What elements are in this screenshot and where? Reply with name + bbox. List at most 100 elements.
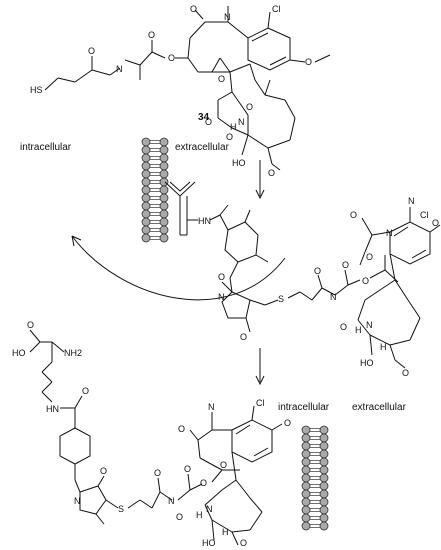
phospholipid-pair [301, 465, 329, 475]
mid-atom-n2: N [386, 228, 393, 238]
lipid-head-outer [319, 449, 329, 459]
phospholipid-pair [141, 169, 169, 179]
lipid-head-outer [159, 153, 169, 163]
bot-atom-o-carbamate: O [176, 512, 183, 522]
lipid-head-inner [301, 425, 311, 435]
lipid-head-outer [159, 225, 169, 235]
lipid-head-inner [301, 465, 311, 475]
mid-atom-ho: HO [360, 358, 374, 368]
lipid-head-outer [159, 145, 169, 155]
lipid-head-inner [301, 497, 311, 507]
lipid-head-inner [301, 521, 311, 531]
top-atom-o-carbamate: O [226, 132, 233, 142]
lipid-head-inner [301, 505, 311, 515]
phospholipid-pair [301, 497, 329, 507]
lipid-head-inner [301, 473, 311, 483]
lipid-head-outer [319, 465, 329, 475]
compound-label: 34 [198, 112, 210, 123]
lipid-head-inner [301, 433, 311, 443]
lipid-head-inner [141, 185, 151, 195]
lipid-head-outer [319, 497, 329, 507]
lipid-head-outer [159, 185, 169, 195]
lipid-head-outer [319, 457, 329, 467]
lipid-head-inner [141, 209, 151, 219]
mid-atom-n-succinimide: N [218, 292, 225, 302]
lipid-head-inner [301, 513, 311, 523]
lipid-head-inner [141, 153, 151, 163]
label-intracellular-1: intracellular [20, 142, 72, 153]
bot-atom-o: O [27, 320, 34, 330]
mid-atom-cl: Cl [420, 210, 429, 220]
phospholipid-pair [141, 137, 169, 147]
phospholipid-pair [141, 145, 169, 155]
top-atom-h: H [230, 122, 237, 132]
mid-atom-n-carbamate: N [366, 320, 373, 330]
label-intracellular-2: intracellular [278, 402, 330, 413]
phospholipid-pair [141, 217, 169, 227]
antibody-linker-graphic: HN [164, 181, 269, 293]
phospholipid-pair [301, 457, 329, 467]
lipid-head-inner [141, 177, 151, 187]
lipid-head-inner [301, 489, 311, 499]
mid-atom-o-epoxide: O [366, 252, 373, 262]
bot-atom-o-amide: O [82, 386, 89, 396]
phospholipid-pair [301, 481, 329, 491]
phospholipid-pair [301, 433, 329, 443]
lipid-head-inner [301, 457, 311, 467]
bot-atom-o-amide2: O [178, 424, 185, 434]
phospholipid-pair [141, 177, 169, 187]
lipid-head-inner [141, 217, 151, 227]
top-aromatic-ring [247, 27, 291, 71]
lipid-head-outer [159, 233, 169, 243]
top-atom-ho: HO [232, 158, 246, 168]
mid-atom-o-succ2: O [240, 332, 247, 342]
phospholipid-pair [141, 209, 169, 219]
top-atom-n-side: N [116, 64, 123, 74]
bot-atom-o-carbonyl2: O [184, 464, 191, 474]
lipid-head-outer [159, 217, 169, 227]
top-atom-cl: Cl [272, 4, 281, 14]
mid-atom-o-amide: O [350, 210, 357, 220]
phospholipid-pair [301, 425, 329, 435]
lipid-head-inner [141, 137, 151, 147]
lipid-head-inner [141, 193, 151, 203]
bot-atom-o-ester: O [200, 478, 207, 488]
bot-atom-s: S [118, 504, 124, 514]
bot-atom-o-epoxide: O [220, 460, 227, 470]
compound-34-structure: N Cl O O N O O HS O O O N O HO H O O [30, 4, 331, 178]
lipid-head-outer [319, 481, 329, 491]
phospholipid-pair [141, 153, 169, 163]
lipid-head-inner [301, 481, 311, 491]
lipid-head-inner [141, 233, 151, 243]
label-extracellular-2: extracellular [352, 402, 407, 413]
lipid-head-outer [159, 137, 169, 147]
lipid-head-outer [159, 209, 169, 219]
mid-atom-o-carbamate: O [340, 322, 347, 332]
lipid-head-outer [159, 201, 169, 211]
internalization-curve [71, 235, 286, 301]
mid-atom-h: H [355, 325, 362, 335]
phospholipid-pair [141, 161, 169, 171]
phospholipid-pair [141, 193, 169, 203]
phospholipid-pair [301, 449, 329, 459]
phospholipid-pair [301, 505, 329, 515]
phospholipid-pair [301, 489, 329, 499]
phospholipid-pair [141, 185, 169, 195]
bot-atom-ho: HO [12, 348, 26, 358]
mid-atom-o-succ1: O [218, 272, 225, 282]
lipid-head-outer [319, 473, 329, 483]
bot-atom-n-succinimide: N [74, 496, 81, 506]
lipid-head-inner [301, 441, 311, 451]
lipid-head-outer [159, 177, 169, 187]
bot-atom-o-methoxy2: O [240, 538, 247, 548]
bot-atom-hn: HN [46, 404, 59, 414]
bot-atom-n-carbamate: N [206, 504, 213, 514]
lipid-head-outer [159, 193, 169, 203]
phospholipid-pair [301, 473, 329, 483]
middle-structure: N Cl O O O N O S O N O O H N O HO H N O … [218, 196, 441, 378]
top-atom-o-epoxide: O [218, 74, 225, 84]
lipid-head-outer [319, 513, 329, 523]
top-atom-o-ester: O [168, 53, 175, 63]
mid-atom-o-methoxy: O [432, 218, 439, 228]
